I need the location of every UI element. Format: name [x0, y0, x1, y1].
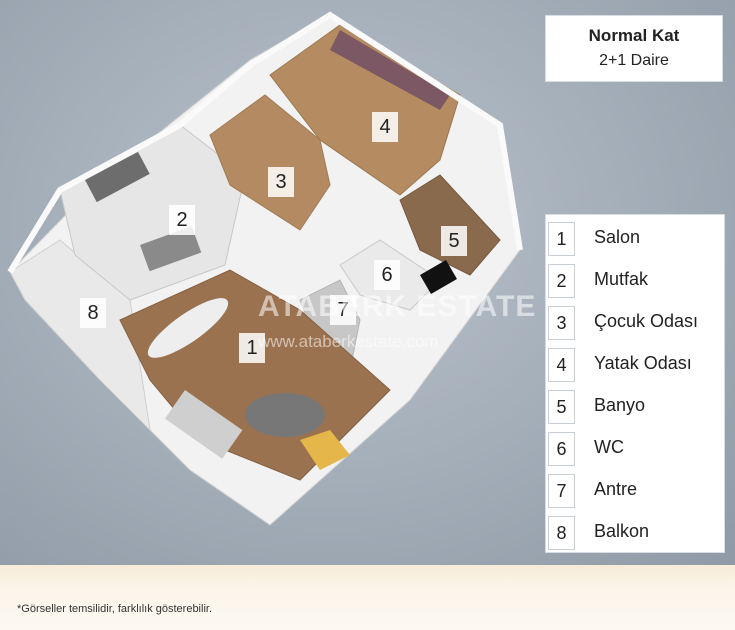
legend-item: 2 Mutfak: [546, 259, 724, 301]
legend-item: 4 Yatak Odası: [546, 343, 724, 385]
plan-label-4: 4: [372, 112, 398, 142]
legend-label: Salon: [594, 227, 641, 247]
legend-item: 7 Antre: [546, 469, 724, 511]
legend-item: 1 Salon: [546, 217, 724, 259]
child-room-area: [209, 94, 331, 231]
floor-title: Normal Kat: [588, 26, 680, 45]
watermark-brand: ATABERK ESTATE: [258, 290, 537, 323]
room-legend: 1 Salon 2 Mutfak 3 Çocuk Odası 4 Yatak O…: [545, 214, 725, 553]
legend-item: 8 Balkon: [546, 511, 724, 553]
floor-title-card: Normal Kat 2+1 Daire: [545, 15, 723, 82]
legend-number: 5: [548, 390, 575, 424]
legend-number: 8: [548, 516, 575, 550]
legend-label: Antre: [594, 479, 638, 499]
plan-label-8: 8: [80, 298, 106, 328]
legend-number: 6: [548, 432, 575, 466]
legend-label: Çocuk Odası: [594, 311, 699, 331]
plan-label-1: 1: [239, 333, 265, 363]
legend-label: Balkon: [594, 521, 650, 541]
legend-label: Mutfak: [594, 269, 649, 289]
legend-number: 2: [548, 264, 575, 298]
legend-item: 5 Banyo: [546, 385, 724, 427]
legend-number: 7: [548, 474, 575, 508]
plan-label-3: 3: [268, 167, 294, 197]
plan-label-7: 7: [330, 295, 356, 325]
plan-label-2: 2: [169, 205, 195, 235]
legend-number: 3: [548, 306, 575, 340]
floor-plan-illustration: [7, 11, 523, 526]
watermark-url: www.ataberkestate.com: [258, 332, 439, 351]
legend-number: 1: [548, 222, 575, 256]
plan-label-6: 6: [374, 260, 400, 290]
legend-item: 3 Çocuk Odası: [546, 301, 724, 343]
footer-band: [0, 565, 735, 630]
legend-label: WC: [594, 437, 624, 457]
disclaimer-text: *Görseller temsilidir, farklılık göstere…: [17, 603, 213, 615]
legend-item: 6 WC: [546, 427, 724, 469]
legend-number: 4: [548, 348, 575, 382]
unit-type: 2+1 Daire: [599, 52, 669, 69]
legend-label: Banyo: [594, 395, 646, 415]
bathroom-area: [399, 174, 501, 276]
plan-label-5: 5: [441, 226, 467, 256]
legend-label: Yatak Odası: [594, 353, 692, 373]
